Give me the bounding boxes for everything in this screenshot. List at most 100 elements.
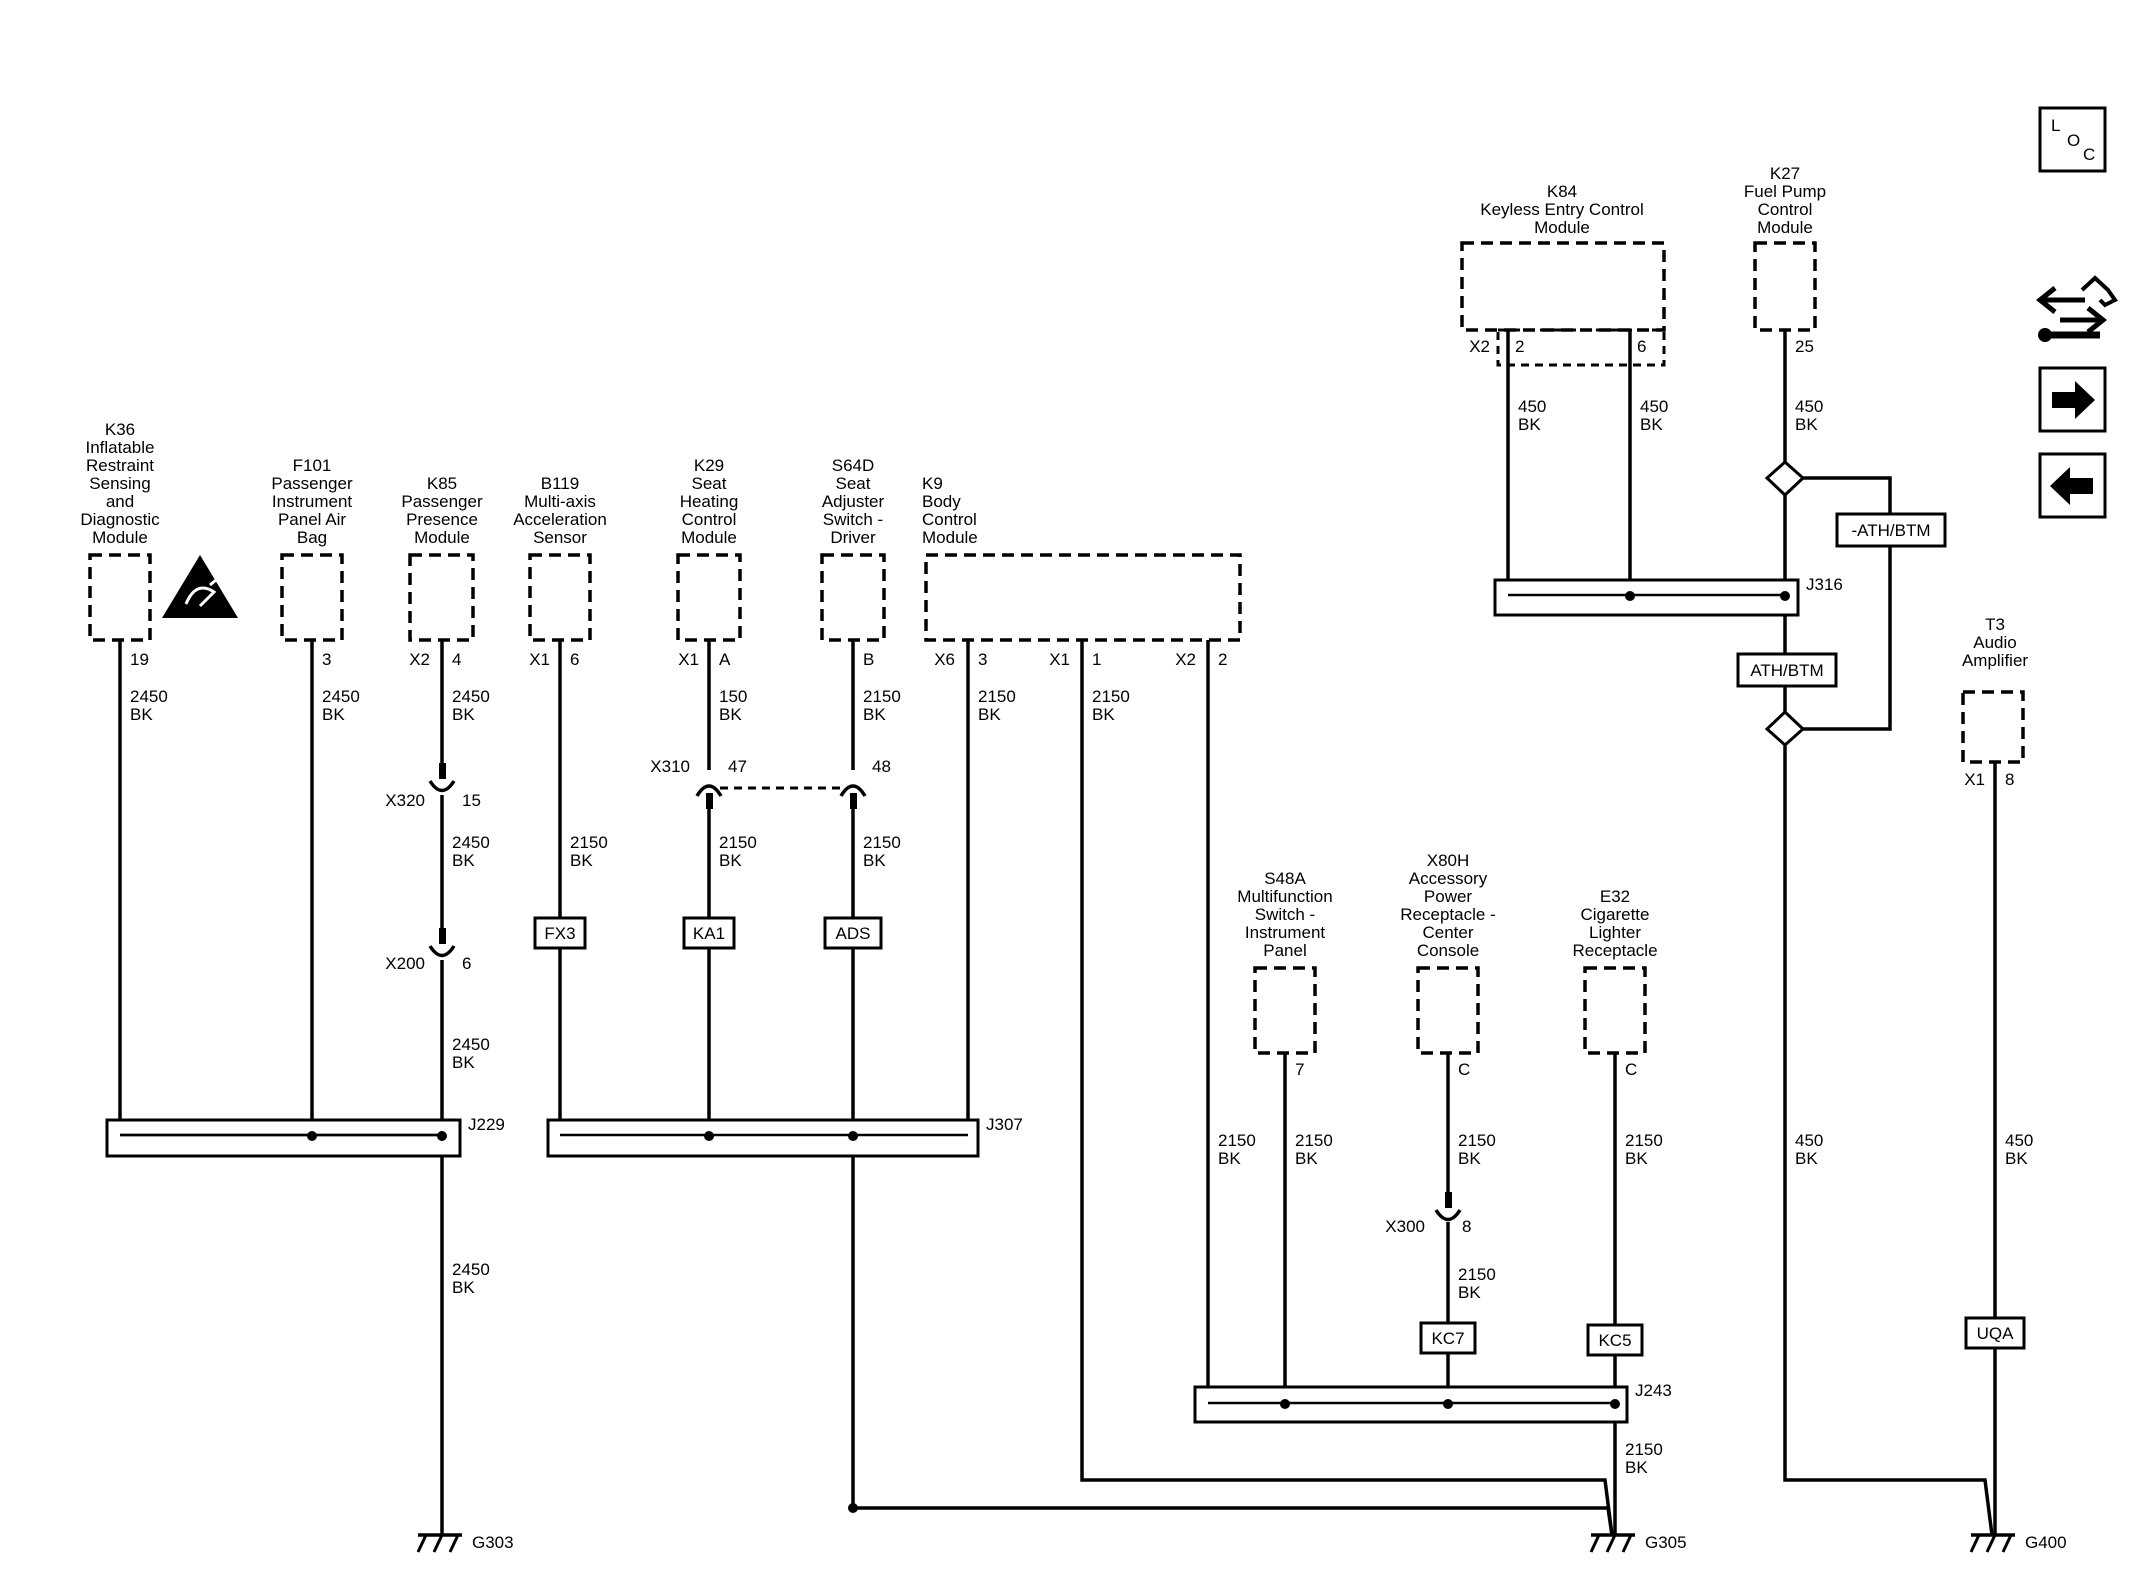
svg-text:BK: BK	[863, 851, 886, 870]
svg-text:450: 450	[1795, 397, 1823, 416]
k9-component-box[interactable]	[924, 553, 1242, 642]
option-not-ath-btm-label: -ATH/BTM	[1851, 521, 1930, 540]
x80h-component-box[interactable]	[1416, 966, 1480, 1055]
pin-k9-c: 2	[1218, 650, 1227, 669]
connector-x320[interactable]	[428, 763, 456, 793]
option-not-ath-btm[interactable]: -ATH/BTM	[1835, 512, 1947, 548]
svg-text:Switch -: Switch -	[1255, 905, 1315, 924]
svg-text:Module: Module	[681, 528, 737, 547]
splice-j316[interactable]	[1493, 578, 1800, 617]
label-x310: X310	[650, 757, 690, 776]
svg-text:BK: BK	[1458, 1283, 1481, 1302]
e32-component-box[interactable]	[1583, 966, 1647, 1055]
k84-component-box[interactable]	[1460, 241, 1666, 332]
connector-x310-b[interactable]	[839, 784, 867, 809]
svg-text:Acceleration: Acceleration	[513, 510, 607, 529]
option-uqa[interactable]: UQA	[1964, 1316, 2026, 1350]
connector-x200[interactable]	[428, 928, 456, 958]
ground-g400[interactable]: G400	[1969, 1533, 2067, 1553]
svg-text:BK: BK	[452, 705, 475, 724]
label-g305: G305	[1645, 1533, 1687, 1552]
ground-g303[interactable]: G303	[416, 1533, 514, 1553]
svg-text:T3: T3	[1985, 615, 2005, 634]
connector-labels: X320 15 X200 6 X310 47 48 X300 8	[385, 757, 1471, 1236]
conn-k9-a: X6	[934, 650, 955, 669]
svg-text:Center: Center	[1422, 923, 1473, 942]
svg-text:Seat: Seat	[692, 474, 727, 493]
option-kc7[interactable]: KC7	[1419, 1321, 1477, 1355]
svg-text:2150: 2150	[719, 833, 757, 852]
component-location-icon[interactable]	[2035, 275, 2118, 342]
option-fx3[interactable]: FX3	[533, 916, 587, 950]
pin-x310-b: 48	[872, 757, 891, 776]
svg-text:BK: BK	[1795, 1149, 1818, 1168]
k36-component-box[interactable]	[88, 553, 152, 642]
splice-j307[interactable]	[546, 1118, 980, 1158]
svg-text:BK: BK	[1218, 1149, 1241, 1168]
svg-text:450: 450	[1640, 397, 1668, 416]
svg-text:Control: Control	[1758, 200, 1813, 219]
pin-k84-a: 2	[1515, 337, 1524, 356]
pin-x300: 8	[1462, 1217, 1471, 1236]
svg-text:Receptacle: Receptacle	[1572, 941, 1657, 960]
f101-component-box[interactable]	[280, 553, 344, 642]
label-x320: X320	[385, 791, 425, 810]
svg-text:K36: K36	[105, 420, 135, 439]
right-arrow-icon	[2052, 381, 2095, 419]
conn-b119: X1	[529, 650, 550, 669]
svg-text:BK: BK	[1640, 415, 1663, 434]
s64d-component-box[interactable]	[820, 553, 886, 642]
svg-text:2150: 2150	[1218, 1131, 1256, 1150]
svg-text:2150: 2150	[863, 833, 901, 852]
svg-text:E32: E32	[1600, 887, 1630, 906]
splice-labels: J229 J307 J316 J243	[468, 575, 1843, 1400]
svg-text:450: 450	[2005, 1131, 2033, 1150]
pin-e32: C	[1625, 1060, 1637, 1079]
pin-labels: 19 3 X2 4 X1 6 X1 A B X6 3 X1 1 X2 2 X2 …	[130, 337, 2014, 1079]
option-ads[interactable]: ADS	[823, 916, 883, 950]
option-ath-btm-label: ATH/BTM	[1750, 661, 1823, 680]
option-ka1[interactable]: KA1	[682, 916, 736, 950]
svg-text:Restraint: Restraint	[86, 456, 154, 475]
svg-text:Module: Module	[1757, 218, 1813, 237]
k29-component-box[interactable]	[676, 553, 742, 642]
svg-text:Panel: Panel	[1263, 941, 1306, 960]
svg-text:Sensing: Sensing	[89, 474, 150, 493]
option-ath-btm[interactable]: ATH/BTM	[1736, 652, 1838, 688]
svg-text:F101: F101	[293, 456, 332, 475]
x80h-title: X80H Accessory Power Receptacle - Center…	[1400, 851, 1495, 960]
k27-title: K27 Fuel Pump Control Module	[1744, 164, 1826, 237]
conn-k9-c: X2	[1175, 650, 1196, 669]
svg-text:Diagnostic: Diagnostic	[80, 510, 160, 529]
wire-k27-2[interactable]	[1783, 745, 1994, 1536]
option-ads-label: ADS	[836, 924, 871, 943]
svg-text:Control: Control	[682, 510, 737, 529]
k84-connector-x2	[1496, 328, 1666, 367]
wire-k9-b[interactable]	[1080, 640, 1614, 1536]
svg-text:2450: 2450	[452, 1035, 490, 1054]
svg-text:BK: BK	[452, 1278, 475, 1297]
conn-k85: X2	[409, 650, 430, 669]
connector-x300[interactable]	[1434, 1192, 1462, 1222]
k85-component-box[interactable]	[408, 553, 475, 642]
splice-j229[interactable]	[105, 1118, 462, 1158]
svg-text:BK: BK	[2005, 1149, 2028, 1168]
connector-x310-a[interactable]	[695, 784, 723, 809]
wire-k27-bypass[interactable]	[1800, 476, 1892, 731]
splice-j243[interactable]	[1193, 1385, 1629, 1424]
t3-component-box[interactable]	[1961, 690, 2025, 764]
k27-component-box[interactable]	[1753, 241, 1817, 332]
s48a-component-box[interactable]	[1253, 966, 1317, 1055]
loc-button[interactable]: L O C	[2038, 106, 2107, 173]
option-ka1-label: KA1	[693, 924, 725, 943]
ground-g305[interactable]: G305	[1589, 1533, 1687, 1553]
loc-label-c: C	[2083, 145, 2095, 164]
next-arrow-button[interactable]	[2038, 366, 2107, 433]
svg-text:Module: Module	[1534, 218, 1590, 237]
option-kc5[interactable]: KC5	[1586, 1323, 1644, 1357]
prev-arrow-button[interactable]	[2038, 452, 2107, 519]
pin-k9-a: 3	[978, 650, 987, 669]
b119-component-box[interactable]	[528, 553, 592, 642]
svg-text:150: 150	[719, 687, 747, 706]
